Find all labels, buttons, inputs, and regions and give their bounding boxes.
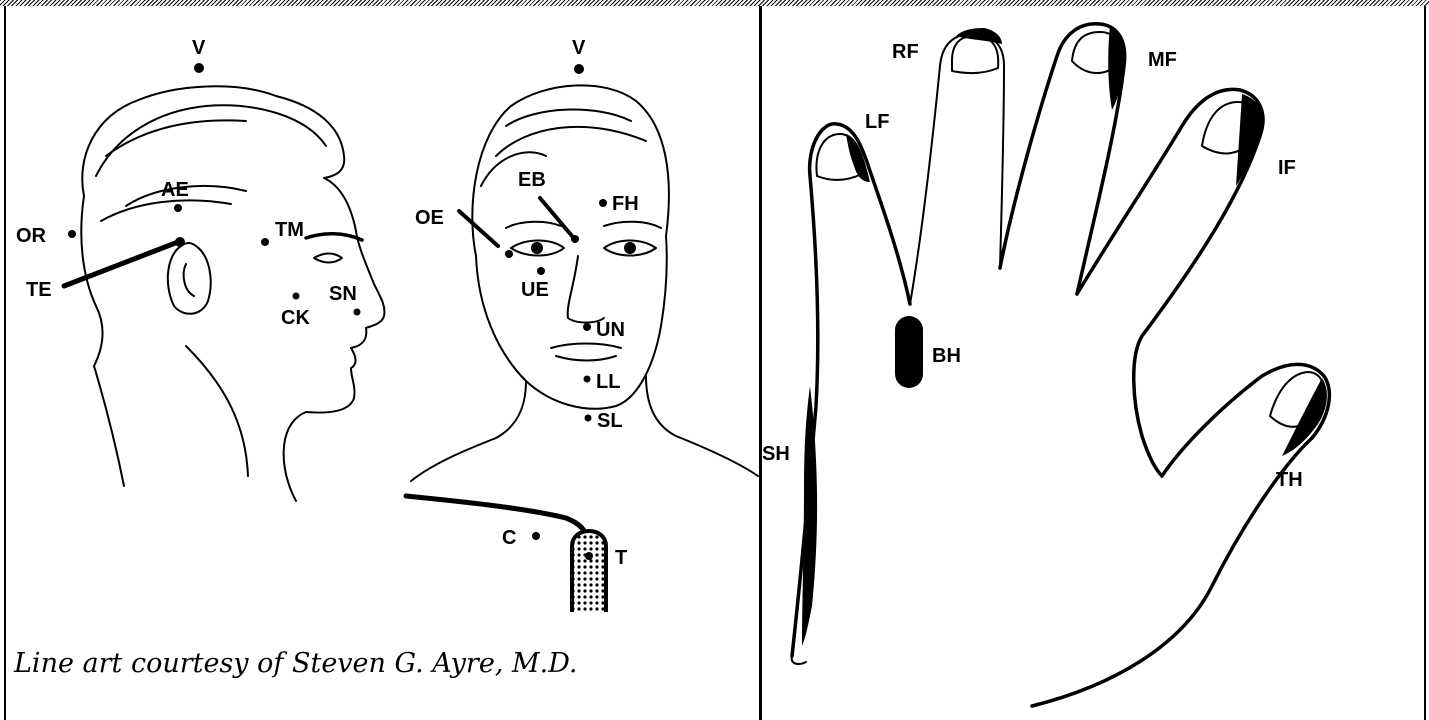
label-sh: SH	[762, 443, 790, 465]
label-t: T	[615, 547, 627, 569]
label-oe: OE	[415, 207, 444, 229]
label-ae: AE	[161, 179, 189, 201]
label-tm: TM	[275, 219, 304, 241]
label-ue: UE	[521, 279, 549, 301]
label-ll: LL	[596, 371, 620, 393]
chest-thumb-inset	[406, 496, 606, 612]
label-v-front: V	[572, 37, 586, 59]
head-panel: V AE OR TM TE SN CK	[4, 6, 761, 720]
hand-diagram: RF MF LF IF BH SH TH	[762, 6, 1425, 720]
label-eb: EB	[518, 169, 546, 191]
head-diagram: V AE OR TM TE SN CK	[6, 6, 759, 720]
label-bh: BH	[932, 345, 961, 367]
label-un: UN	[596, 319, 625, 341]
label-lf: LF	[865, 111, 889, 133]
label-or: OR	[16, 225, 47, 247]
label-ck: CK	[281, 307, 310, 329]
profile-head	[64, 63, 384, 501]
label-fh: FH	[612, 193, 639, 215]
label-if: IF	[1278, 157, 1296, 179]
front-head	[411, 64, 758, 481]
credit-text: Line art courtesy of Steven G. Ayre, M.D…	[13, 648, 577, 679]
hand-panel: RF MF LF IF BH SH TH	[761, 6, 1426, 720]
label-v-profile: V	[192, 37, 206, 59]
label-te: TE	[26, 279, 52, 301]
label-c: C	[502, 527, 516, 549]
label-th: TH	[1276, 469, 1303, 491]
label-sl: SL	[597, 410, 623, 432]
label-rf: RF	[892, 41, 919, 63]
label-mf: MF	[1148, 49, 1177, 71]
label-sn: SN	[329, 283, 357, 305]
